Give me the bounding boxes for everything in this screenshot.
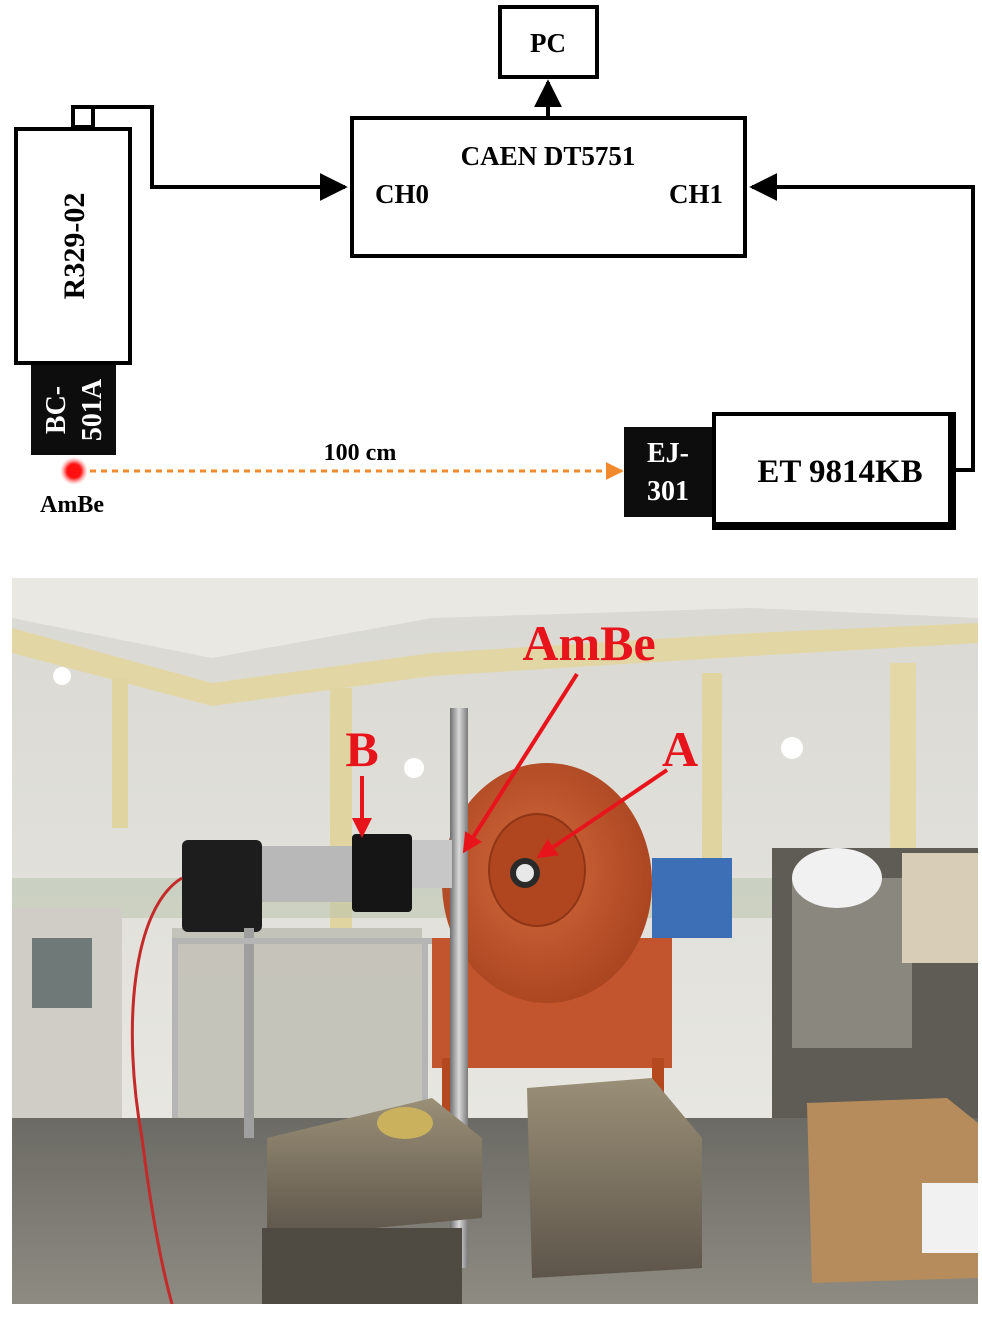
pmt-b-to-ch1-line	[749, 173, 975, 472]
photo-arrow-a	[536, 768, 669, 859]
pc-label: PC	[530, 28, 566, 58]
pmt-et9814kb-label: ET 9814KB	[757, 454, 922, 490]
channel-0-label: CH0	[375, 179, 429, 209]
scintillator-ej301-label-line1: EJ-	[647, 438, 689, 469]
photo-label-ambe: AmBe	[522, 615, 655, 671]
setup-photograph: AmBe A B	[12, 578, 978, 1304]
scintillator-ej301-label-line2: 301	[647, 476, 689, 507]
photo-annotations: AmBe A B	[345, 615, 698, 859]
pmt-r329-block: R329-02	[14, 105, 132, 365]
pmt-r329-label: R329-02	[58, 193, 91, 300]
pc-block: PC	[498, 5, 599, 79]
photo-label-a: A	[662, 721, 698, 777]
pmt-et9814kb-block: ET 9814KB	[712, 412, 956, 530]
scintillator-bc501a-label-line1: BC-	[41, 386, 72, 434]
scintillator-bc501a-label-line2: 501A	[77, 378, 108, 441]
setup-photo-illustration	[12, 578, 978, 1304]
pmt-a-to-ch0-line	[71, 105, 348, 201]
digitizer-block: CAEN DT5751 CH0 CH1	[350, 116, 747, 258]
ambe-source-label: AmBe	[40, 492, 104, 518]
distance-label: 100 cm	[324, 440, 397, 466]
scintillator-ej301-block: EJ- 301	[624, 427, 712, 517]
ambe-source: AmBe	[40, 457, 104, 518]
scintillator-bc501a-block: BC- 501A	[31, 365, 116, 455]
digitizer-label: CAEN DT5751	[461, 141, 636, 171]
photo-label-b: B	[345, 721, 378, 777]
photo-arrow-ambe	[462, 672, 579, 854]
setup-schematic: PC CAEN DT5751 CH0 CH1 R329-02 BC- 501A …	[14, 5, 975, 530]
channel-1-label: CH1	[669, 179, 723, 209]
